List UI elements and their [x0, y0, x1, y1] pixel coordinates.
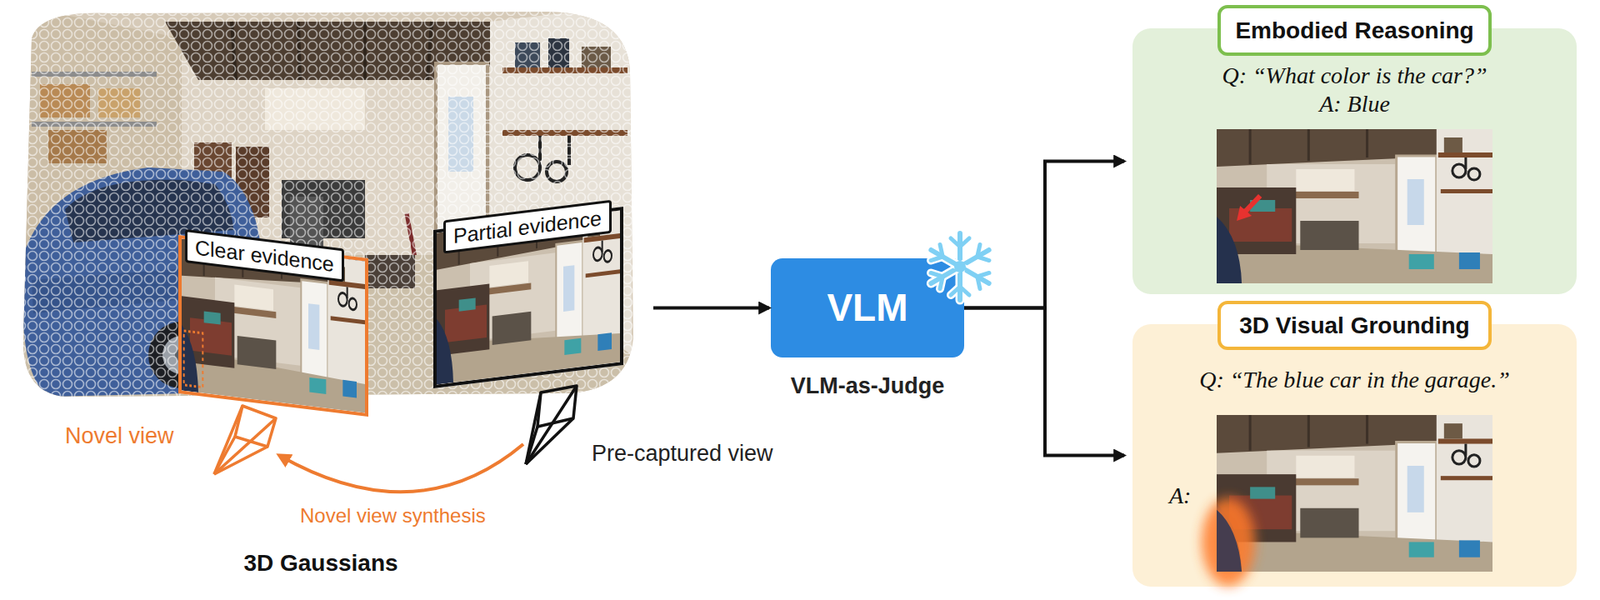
node-subtext: A: — [1169, 482, 1191, 510]
frozen-icon — [955, 258, 995, 291]
camera-icon — [235, 405, 276, 447]
camera-icon — [525, 392, 541, 465]
node-subtext: VLM-as-Judge — [737, 373, 998, 400]
flow-arrow — [964, 308, 1125, 456]
camera-icon — [525, 418, 574, 465]
frozen-icon — [926, 233, 994, 300]
camera-icon — [525, 426, 538, 465]
view-card: Partial evidence — [433, 206, 624, 389]
camera-icon — [214, 405, 243, 475]
frozen-icon — [957, 233, 963, 267]
frozen-icon — [926, 258, 965, 291]
scene-node: 3D Gaussians Clear evidence Partial evid… — [15, 5, 654, 397]
answer-image — [1216, 415, 1493, 572]
node-subtext: A: Blue — [1132, 90, 1577, 118]
node-text: Q: “What color is the car?” — [1132, 62, 1577, 90]
view-label: Novel view — [65, 423, 175, 450]
task-title: 3D Visual Grounding — [1217, 300, 1492, 350]
camera-icon — [214, 436, 235, 475]
frozen-icon — [950, 266, 970, 300]
answer-image — [1201, 498, 1255, 587]
arrow-label: Novel view synthesis — [300, 504, 486, 528]
answer-image — [1244, 195, 1260, 213]
frozen-icon — [955, 233, 965, 267]
answer-image — [1216, 129, 1493, 284]
node-text: Embodied Reasoning — [1220, 8, 1489, 53]
frozen-icon — [950, 233, 970, 267]
flow-arrow — [964, 161, 1125, 309]
frozen-icon — [950, 238, 960, 247]
camera-icon — [214, 405, 276, 475]
task-panel: Q: “The blue car in the garage.”A:3D Vis… — [1132, 324, 1577, 587]
camera-icon — [525, 385, 577, 465]
view-image — [184, 330, 204, 388]
camera-icon — [537, 385, 577, 427]
frozen-icon — [950, 238, 960, 247]
view-label: Pre-captured view — [591, 440, 774, 467]
node-text: VLM — [770, 285, 965, 330]
answer-image — [1216, 129, 1493, 284]
synthesis-arrow — [280, 444, 524, 492]
answer-image — [1216, 415, 1493, 572]
node-text: 3D Gaussians — [195, 550, 446, 577]
camera-icon — [214, 418, 276, 475]
node-text: 3D Visual Grounding — [1220, 304, 1489, 347]
task-panel: Q: “What color is the car?”A: BlueEmbodi… — [1132, 28, 1577, 295]
frozen-icon — [955, 241, 995, 275]
frozen-icon — [926, 241, 965, 275]
task-title: Embodied Reasoning — [1217, 5, 1492, 56]
answer-image — [1236, 205, 1252, 221]
model-box: VLMVLM-as-Judge — [770, 258, 965, 358]
camera-icon — [525, 385, 577, 465]
frozen-icon — [954, 260, 966, 273]
camera-icon — [214, 446, 268, 475]
flow-arrow — [653, 306, 770, 310]
frozen-icon — [960, 238, 970, 247]
frozen-icon — [960, 238, 970, 247]
view-card: Clear evidence — [178, 235, 369, 417]
answer-image — [1216, 510, 1242, 572]
node-text: Q: “The blue car in the garage.” — [1132, 366, 1577, 394]
